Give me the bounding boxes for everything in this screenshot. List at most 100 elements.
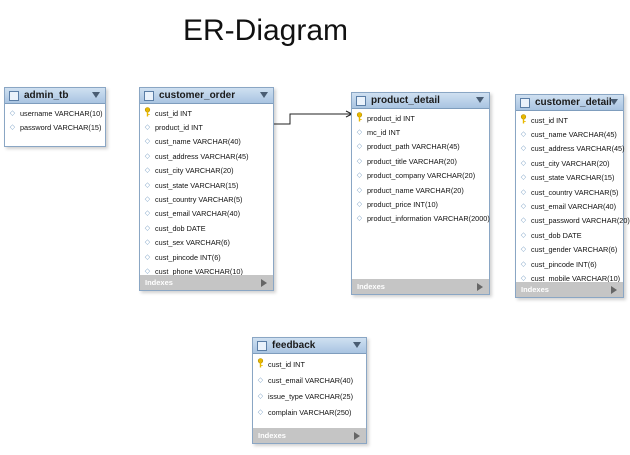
column-row[interactable]: ◇cust_sex VARCHAR(6) [140, 236, 273, 250]
indexes-bar[interactable]: Indexes [253, 428, 366, 443]
column-diamond-icon: ◇ [520, 260, 527, 268]
column-label: cust_email VARCHAR(40) [268, 375, 354, 385]
table-customer-order[interactable]: customer_order cust_id INT◇product_id IN… [139, 87, 274, 291]
column-row[interactable]: cust_id INT [516, 113, 623, 127]
table-header[interactable]: product_detail [352, 93, 489, 109]
table-admin-tb[interactable]: admin_tb ◇username VARCHAR(10)◇password … [4, 87, 106, 147]
column-diamond-icon: ◇ [144, 138, 151, 146]
table-header[interactable]: customer_detail [516, 95, 623, 111]
column-row[interactable]: ◇ product_information VARCHAR(2000) [352, 212, 490, 226]
column-row[interactable]: ◇product_name VARCHAR(20) [352, 183, 489, 197]
column-row[interactable]: ◇cust_state VARCHAR(15) [516, 171, 623, 185]
column-row[interactable]: ◇cust_address VARCHAR(45) [140, 149, 273, 163]
column-diamond-icon: ◇ [356, 157, 363, 165]
column-diamond-icon: ◇ [520, 145, 527, 153]
column-label: cust_email VARCHAR(40) [531, 202, 617, 212]
expand-arrow-icon[interactable] [354, 432, 360, 440]
column-row[interactable]: ◇issue_type VARCHAR(25) [253, 388, 366, 404]
column-diamond-icon: ◇ [144, 239, 151, 247]
column-row[interactable]: ◇product_price INT(10) [352, 197, 489, 211]
expand-arrow-icon[interactable] [611, 286, 617, 294]
column-row[interactable]: ◇ product_company VARCHAR(20) [352, 169, 489, 183]
column-diamond-icon: ◇ [356, 129, 363, 137]
primary-key-icon [519, 114, 528, 126]
collapse-triangle-icon[interactable] [92, 92, 100, 98]
column-row[interactable]: ◇complain VARCHAR(250) [253, 404, 366, 420]
column-label: cust_address VARCHAR(45) [155, 151, 249, 161]
column-label: product_path VARCHAR(45) [367, 142, 460, 152]
column-label: product_information VARCHAR(2000) [367, 214, 490, 224]
indexes-bar[interactable]: Indexes [352, 279, 489, 294]
diagram-title: ER-Diagram [183, 14, 349, 47]
collapse-triangle-icon[interactable] [353, 342, 361, 348]
column-label: product_company VARCHAR(20) [367, 171, 476, 181]
table-icon [144, 90, 154, 101]
column-row[interactable]: ◇username VARCHAR(10) [5, 106, 105, 120]
expand-arrow-icon[interactable] [477, 283, 483, 291]
indexes-bar[interactable]: Indexes [140, 275, 273, 290]
column-diamond-icon: ◇ [144, 181, 151, 189]
collapse-triangle-icon[interactable] [260, 92, 268, 98]
column-row[interactable]: ◇cust_state VARCHAR(15) [140, 178, 273, 192]
column-diamond-icon: ◇ [9, 109, 16, 117]
column-diamond-icon: ◇ [520, 188, 527, 196]
collapse-triangle-icon[interactable] [476, 97, 484, 103]
column-row[interactable]: ◇cust_country VARCHAR(5) [140, 192, 273, 206]
column-diamond-icon: ◇ [257, 376, 264, 384]
column-row[interactable]: ◇cust_password VARCHAR(20) [516, 214, 630, 228]
column-row[interactable]: ◇cust_phone VARCHAR(10) [140, 264, 273, 278]
column-diamond-icon: ◇ [356, 201, 363, 209]
table-header[interactable]: feedback [253, 338, 366, 354]
column-row[interactable]: ◇product_path VARCHAR(45) [352, 140, 489, 154]
column-row[interactable]: ◇cust_city VARCHAR(20) [140, 164, 273, 178]
column-row[interactable]: product_id INT [352, 111, 489, 125]
table-product-detail[interactable]: product_detail product_id INT◇mc_id INT◇… [351, 92, 490, 295]
column-row[interactable]: ◇cust_dob DATE [140, 221, 273, 235]
column-diamond-icon: ◇ [520, 274, 527, 282]
column-label: cust_name VARCHAR(40) [155, 137, 241, 147]
column-diamond-icon: ◇ [144, 224, 151, 232]
collapse-triangle-icon[interactable] [610, 99, 618, 105]
column-label: issue_type VARCHAR(25) [268, 391, 354, 401]
column-row[interactable]: ◇cust_email VARCHAR(40) [516, 199, 623, 213]
table-customer-detail[interactable]: customer_detail cust_id INT◇cust_name VA… [515, 94, 630, 298]
column-row[interactable]: ◇cust_gender VARCHAR(6) [516, 243, 623, 257]
expand-arrow-icon[interactable] [261, 279, 267, 287]
column-row[interactable]: ◇cust_country VARCHAR(5) [516, 185, 623, 199]
column-row[interactable]: ◇ cust_name VARCHAR(40) [140, 135, 273, 149]
column-row[interactable]: ◇password VARCHAR(15) [5, 120, 105, 134]
column-diamond-icon: ◇ [356, 172, 363, 180]
column-list: cust_id INT◇product_id INT◇cust_name VAR… [140, 104, 273, 279]
column-row[interactable]: ◇cust_address VARCHAR(45) [516, 142, 625, 156]
indexes-bar[interactable]: Indexes [516, 282, 623, 297]
column-row[interactable]: ◇cust_pincode INT(6) [516, 257, 623, 271]
column-row[interactable]: ◇cust_email VARCHAR(40) [140, 207, 273, 221]
column-row[interactable]: ◇cust_mobile VARCHAR(10) [516, 271, 623, 285]
column-row[interactable]: ◇cust_pincode INT(6) [140, 250, 273, 264]
table-header[interactable]: customer_order [140, 88, 273, 104]
column-row[interactable]: cust_id INT [140, 106, 273, 120]
table-header[interactable]: admin_tb [5, 88, 105, 104]
column-row[interactable]: cust_id INT [253, 356, 366, 372]
table-icon [257, 340, 267, 351]
column-label: product_id INT [155, 123, 203, 133]
table-feedback[interactable]: feedback cust_id INT ◇ cust_email VARCHAR(… [252, 337, 367, 444]
column-row[interactable]: ◇cust_dob DATE [516, 228, 623, 242]
column-diamond-icon: ◇ [144, 210, 151, 218]
column-row[interactable]: ◇product_id INT [140, 120, 273, 134]
column-row[interactable]: ◇cust_city VARCHAR(20) [516, 156, 623, 170]
column-row[interactable]: ◇product_title VARCHAR(20) [352, 154, 489, 168]
table-icon [520, 97, 530, 108]
column-label: cust_country VARCHAR(5) [155, 195, 243, 205]
indexes-label: Indexes [357, 282, 385, 291]
column-row[interactable]: ◇mc_id INT [352, 125, 489, 139]
column-diamond-icon: ◇ [144, 253, 151, 261]
table-icon [9, 90, 19, 101]
column-label: product_id INT [367, 113, 415, 123]
column-row[interactable]: ◇cust_name VARCHAR(45) [516, 127, 623, 141]
column-diamond-icon: ◇ [356, 215, 363, 223]
column-row[interactable]: ◇ cust_email VARCHAR(40) [253, 372, 366, 388]
column-label: complain VARCHAR(250) [268, 407, 352, 417]
table-name: feedback [272, 340, 316, 351]
column-diamond-icon: ◇ [144, 167, 151, 175]
